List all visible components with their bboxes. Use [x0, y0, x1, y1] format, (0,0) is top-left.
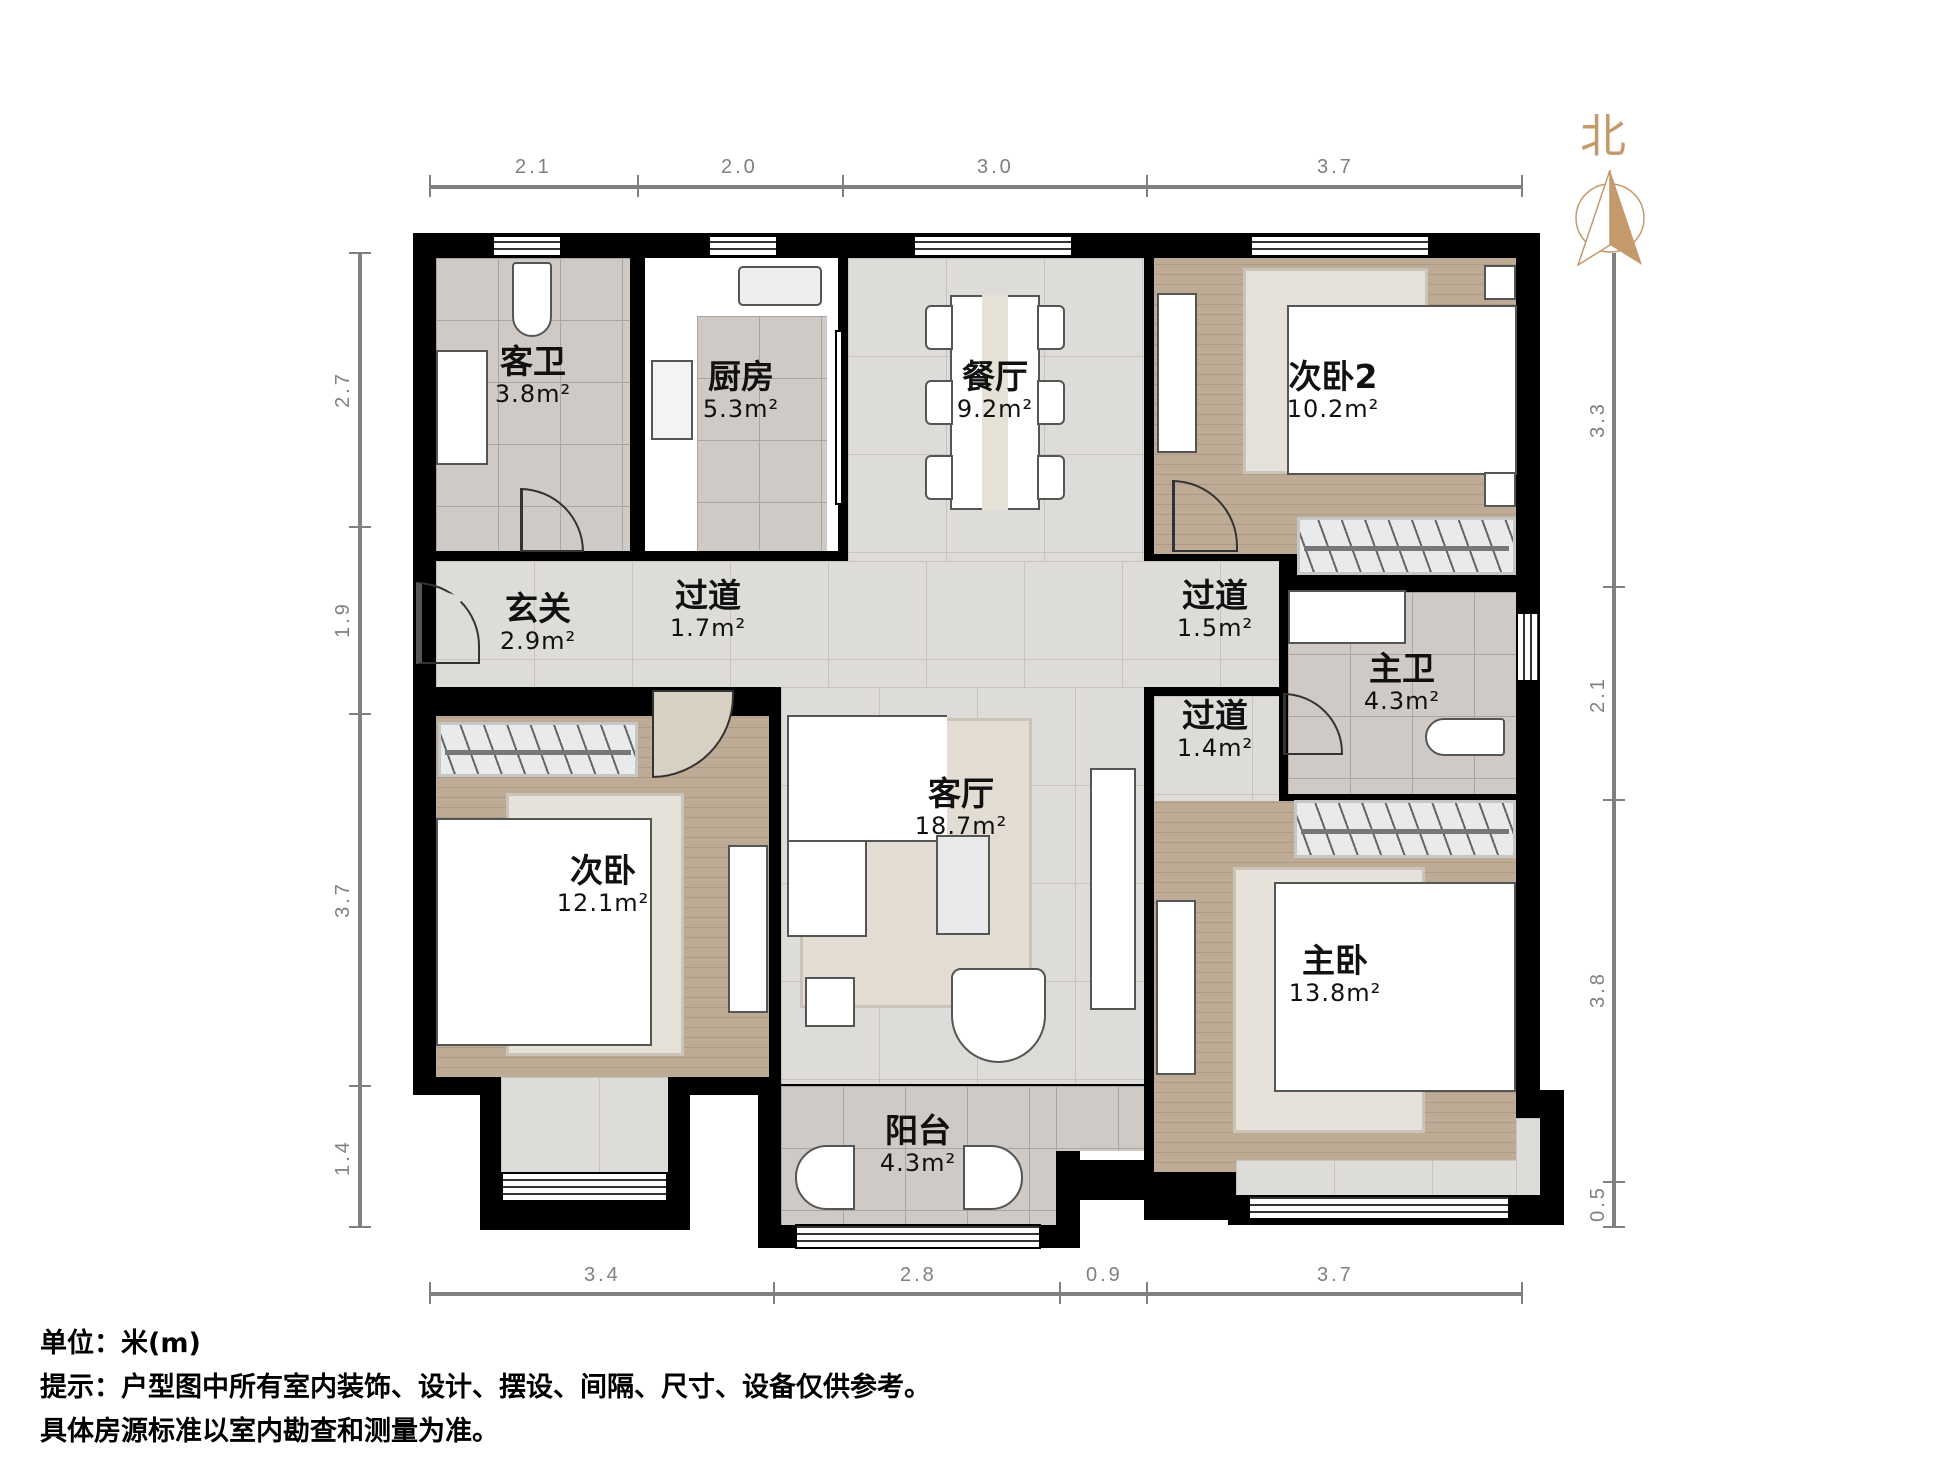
dining-chair — [1037, 455, 1065, 500]
balcony-chair — [963, 1145, 1023, 1210]
bed — [1274, 882, 1516, 1092]
stove-icon — [651, 360, 693, 440]
dim-right-3: 3.8 — [1586, 971, 1609, 1008]
wardrobe — [1294, 800, 1516, 858]
window — [913, 235, 1073, 257]
hint-note: 提示：户型图中所有室内装饰、设计、摆设、间隔、尺寸、设备仅供参考。 — [40, 1372, 931, 1403]
north-arrow-icon — [1575, 170, 1645, 267]
window — [501, 1172, 668, 1202]
master-bay-window — [1236, 1160, 1520, 1195]
dining-chair — [1037, 305, 1065, 350]
label-bedroom-2: 次卧2 10.2m² — [1286, 357, 1380, 423]
toilet-icon — [1425, 718, 1505, 756]
dim-right-2: 2.1 — [1586, 676, 1609, 713]
window — [795, 1224, 1041, 1249]
bedroom-bay-window — [501, 1077, 668, 1172]
window — [492, 235, 562, 257]
window — [1248, 1195, 1510, 1220]
bed — [1287, 305, 1517, 475]
dim-bottom-4: 3.7 — [1317, 1264, 1354, 1286]
label-corridor-2: 过道 1.5m² — [1176, 576, 1254, 642]
room-corridor — [436, 561, 1279, 687]
dim-top-1: 2.1 — [515, 156, 552, 178]
label-guest-bath: 客卫 3.8m² — [494, 342, 572, 408]
label-master-bath: 主卫 4.3m² — [1363, 649, 1441, 715]
armchair — [951, 968, 1046, 1063]
bed — [436, 818, 652, 1046]
disclaimer-notes: 单位：米(m) 提示：户型图中所有室内装饰、设计、摆设、间隔、尺寸、设备仅供参考… — [40, 1322, 931, 1454]
window — [1250, 235, 1430, 257]
dim-top-2: 2.0 — [721, 156, 758, 178]
dim-bottom-3: 0.9 — [1086, 1264, 1123, 1286]
dim-left-2: 1.9 — [331, 601, 354, 638]
sofa — [787, 715, 947, 842]
tv-cabinet — [1090, 768, 1136, 1010]
dining-chair — [925, 380, 953, 425]
dining-chair — [1037, 380, 1065, 425]
tv-cabinet — [1156, 900, 1196, 1075]
dim-top-3: 3.0 — [977, 156, 1014, 178]
unit-note: 单位：米(m) — [40, 1328, 201, 1359]
nightstand — [1484, 265, 1516, 300]
window — [708, 235, 778, 257]
standard-note: 具体房源标准以室内勘查和测量为准。 — [40, 1416, 499, 1447]
wardrobe — [1297, 517, 1516, 575]
coffee-table — [936, 835, 990, 935]
dining-chair — [925, 305, 953, 350]
label-kitchen: 厨房 5.3m² — [702, 357, 780, 423]
dim-left-4: 1.4 — [331, 1139, 354, 1176]
label-second-bedroom: 次卧 12.1m² — [556, 851, 650, 917]
toilet-icon — [512, 262, 552, 337]
compass-north-label: 北 — [1580, 109, 1626, 163]
nightstand — [1484, 472, 1516, 507]
sink-icon — [436, 350, 488, 465]
dim-left-3: 3.7 — [331, 881, 354, 918]
label-master-bedroom: 主卧 13.8m² — [1288, 941, 1382, 1007]
dim-bottom-1: 3.4 — [584, 1264, 621, 1286]
wardrobe — [438, 722, 638, 777]
sink-icon — [1288, 590, 1406, 644]
label-living: 客厅 18.7m² — [914, 774, 1008, 840]
dim-right-4: 0.5 — [1586, 1185, 1609, 1222]
balcony-chair — [795, 1145, 855, 1210]
room-corridor-3 — [1154, 696, 1279, 801]
dining-chair — [925, 455, 953, 500]
tv-cabinet — [1157, 293, 1197, 453]
dim-left-1: 2.7 — [331, 371, 354, 408]
window — [1516, 612, 1540, 682]
label-corridor-3: 过道 1.4m² — [1176, 696, 1254, 762]
dim-top-4: 3.7 — [1317, 156, 1354, 178]
window — [835, 330, 843, 505]
label-balcony: 阳台 4.3m² — [879, 1111, 957, 1177]
dim-right-1: 3.3 — [1586, 401, 1609, 438]
dim-bottom-2: 2.8 — [900, 1264, 937, 1286]
label-corridor-1: 过道 1.7m² — [669, 576, 747, 642]
tv-cabinet — [728, 845, 768, 1013]
side-table — [805, 977, 855, 1027]
compass: 北 — [1565, 100, 1655, 280]
label-dining: 餐厅 9.2m² — [956, 357, 1034, 423]
label-entry: 玄关 2.9m² — [499, 589, 577, 655]
kitchen-sink-icon — [738, 266, 822, 306]
